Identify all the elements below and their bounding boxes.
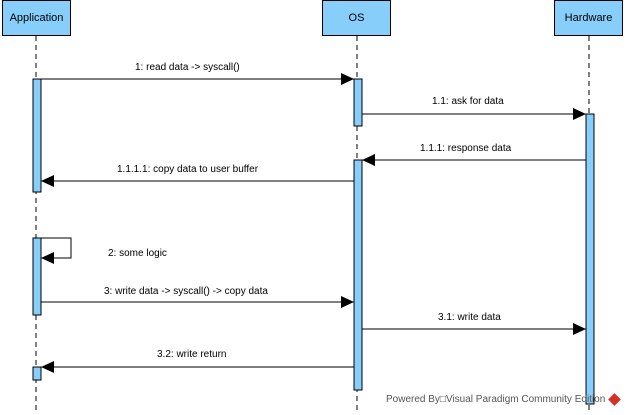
message-1-1-1-1-arrowhead [41,175,54,187]
lifeline-application-label: Application [9,12,64,24]
message-1-1-1-1-label: 1.1.1.1: copy data to user buffer [117,164,259,175]
lifeline-hardware-label: Hardware [564,12,613,24]
footer-text: Powered By□Visual Paradigm Community Edi… [386,393,606,405]
message-3-1-arrowhead [573,323,586,335]
lifeline-application-box[interactable]: Application [2,0,71,36]
message-1-1-1-arrowhead [362,154,375,166]
activation-os-2 [353,159,363,391]
message-1-1-label: 1.1: ask for data [432,96,504,107]
message-1-1-1-label: 1.1.1: response data [420,143,512,154]
activation-application-3 [32,366,42,381]
message-1-arrowhead [341,73,354,85]
lifeline-os-box[interactable]: OS [322,0,391,36]
activation-os-1 [353,78,363,127]
lifeline-os-label: OS [348,12,365,24]
activation-hardware-1 [585,113,595,405]
message-3-2-arrowhead [41,361,54,373]
message-3-label: 3: write data -> syscall() -> copy data [104,286,268,297]
activation-application-1 [32,78,42,193]
message-3-arrowhead [341,296,354,308]
message-1-1-arrowhead [573,108,586,120]
message-3-2-label: 3.2: write return [157,349,227,360]
activation-application-2 [32,237,42,316]
message-2-arrowhead [41,252,54,264]
message-2-self-loop [41,237,72,259]
message-2-label: 2: some logic [108,248,167,259]
message-3-1-label: 3.1: write data [438,312,501,323]
message-1-label: 1: read data -> syscall() [135,62,240,73]
lifeline-hardware-box[interactable]: Hardware [554,0,623,36]
visual-paradigm-logo-icon [608,392,622,406]
footer-watermark: Powered By□Visual Paradigm Community Edi… [386,392,626,406]
